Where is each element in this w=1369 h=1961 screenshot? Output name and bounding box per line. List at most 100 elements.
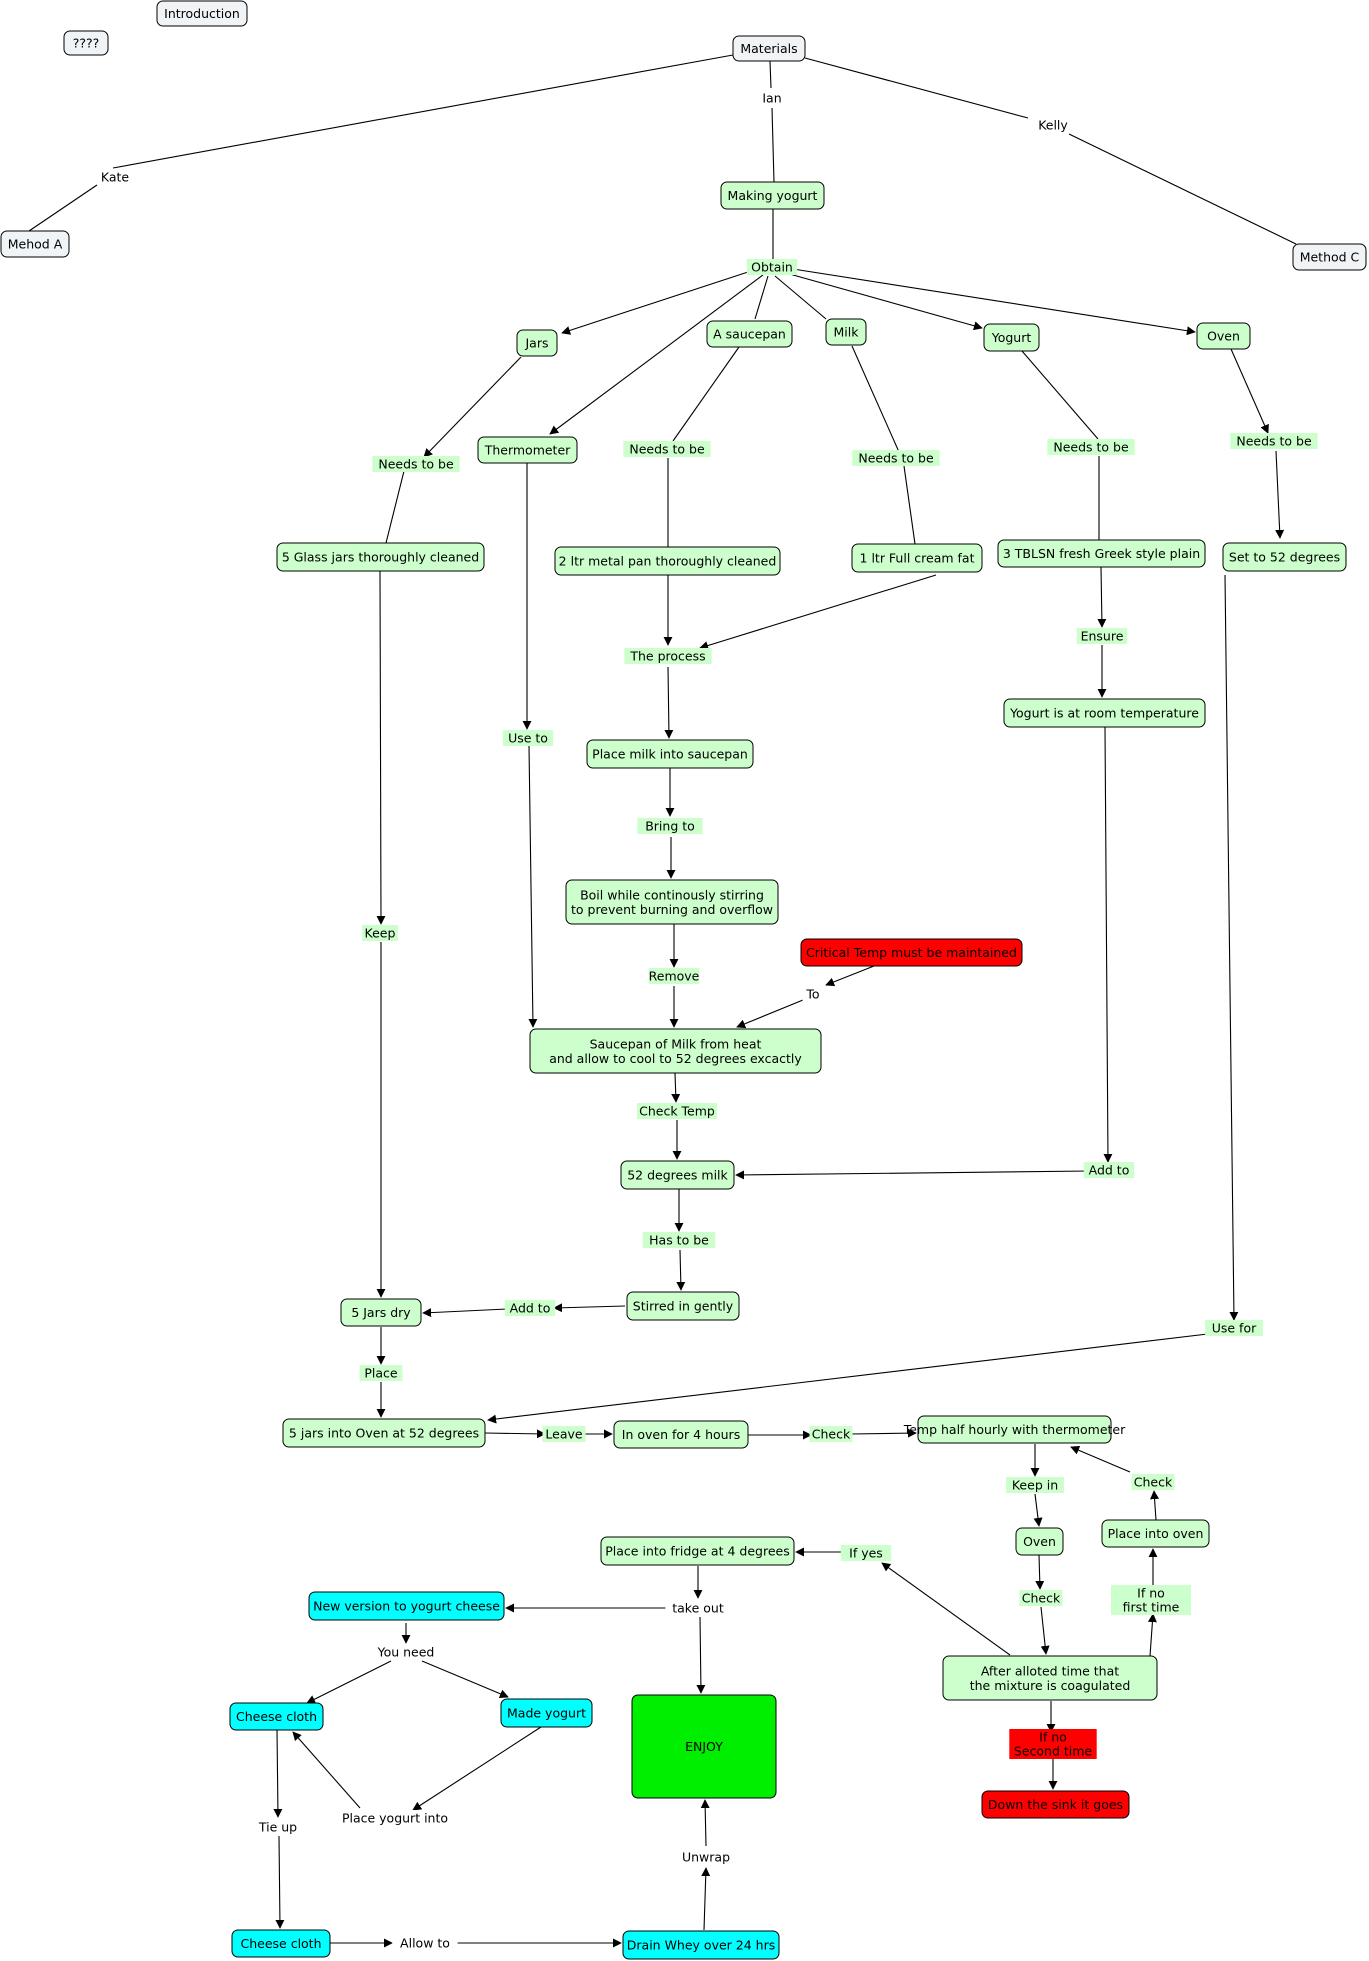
text: Stirred in gently [633,1299,734,1314]
node-enjoy[interactable]: ENJOY [631,1694,777,1799]
text: ENJOY [685,1739,723,1754]
node-cheese-cloth1[interactable]: Cheese cloth [229,1702,324,1731]
node-jars-oven[interactable]: 5 jars into Oven at 52 degrees [282,1418,486,1448]
node-yogurt[interactable]: Yogurt [983,323,1040,352]
text: Remove [649,969,700,984]
connector-line [28,184,98,232]
node-cheese-cloth2[interactable]: Cheese cloth [231,1929,331,1958]
link-label-kate: Kate [97,169,133,185]
node-fridge[interactable]: Place into fridge at 4 degrees [600,1536,795,1566]
link-label-place-yogurt-into: Place yogurt into [325,1810,465,1826]
text: Down the sink it goes [988,1797,1123,1812]
link-label-check1: Check [809,1426,853,1442]
connector-line [804,57,1029,119]
connector-line [701,1867,711,1931]
text: Needs to be [378,457,454,472]
link-label-take-out: take out [665,1600,731,1616]
connector-line [549,274,764,435]
text: Place [364,1366,398,1381]
text: Needs to be [858,451,934,466]
node-place-milk[interactable]: Place milk into saucepan [586,739,754,769]
node-milk-52[interactable]: 52 degrees milk [620,1160,735,1190]
connector-line [676,1249,686,1291]
text: Drain Whey over 24 hrs [627,1938,775,1953]
link-label-has-to-be: Has to be [642,1232,716,1248]
connector-line [487,1332,1217,1424]
node-in-oven[interactable]: In oven for 4 hours [613,1420,749,1449]
node-thermometer[interactable]: Thermometer [477,436,578,464]
connector-line [1150,1490,1160,1521]
node-method-a[interactable]: Mehod A [0,230,70,258]
node-place-oven[interactable]: Place into oven [1101,1519,1210,1548]
text: Yogurt [991,330,1032,345]
text: The process [629,649,705,664]
text: Add to [510,1301,551,1316]
text: Place milk into saucepan [592,747,748,762]
connector-line [1035,1554,1045,1590]
node-stirred[interactable]: Stirred in gently [626,1291,740,1321]
connector-line [699,574,937,650]
node-unknown[interactable]: ???? [63,30,109,56]
node-jars[interactable]: Jars [516,329,558,357]
text: A saucepan [713,327,786,342]
connector-line [850,1428,917,1438]
connector-line [671,1072,681,1103]
text: Keep [365,926,396,941]
text: Ian [762,91,781,106]
text: 5 jars into Oven at 52 degrees [289,1426,479,1441]
node-critical-temp[interactable]: Critical Temp must be maintained [800,938,1023,967]
node-oven[interactable]: Oven [1196,322,1251,350]
text: Check Temp [639,1104,715,1119]
node-saucepan[interactable]: A saucepan [706,320,793,348]
connector-line [422,1308,508,1318]
link-label-use-to: Use to [502,730,554,746]
node-drain-whey[interactable]: Drain Whey over 24 hrs [622,1930,780,1960]
node-full-cream[interactable]: 1 ltr Full cream fat [851,543,983,573]
link-label-keep-in: Keep in [1006,1477,1064,1493]
text: Needs to be [1236,434,1312,449]
connector-line [423,356,522,458]
link-label-needs-milk: Needs to be [852,450,940,466]
node-jars-dry[interactable]: 5 Jars dry [340,1298,422,1327]
link-label-use-for: Use for [1205,1320,1263,1336]
node-milk[interactable]: Milk [825,318,867,346]
text: Has to be [649,1233,709,1248]
text: Made yogurt [507,1706,586,1721]
node-greek-yogurt[interactable]: 3 TBLSN fresh Greek style plain [997,539,1206,568]
node-making-yogurt[interactable]: Making yogurt [720,181,825,210]
link-label-bring-to: Bring to [637,818,703,834]
node-method-c[interactable]: Method C [1292,243,1367,271]
text: Making yogurt [728,188,818,203]
connector-line [273,1729,283,1818]
connector-line [825,965,875,987]
node-down-sink[interactable]: Down the sink it goes [981,1790,1130,1819]
node-glass-jars[interactable]: 5 Glass jars thoroughly cleaned [276,542,485,572]
text: Use for [1212,1321,1257,1336]
connector-line [306,1660,392,1704]
connector-line [735,1170,1091,1180]
connector-line [672,346,740,442]
text: Obtain [751,260,793,275]
node-made-yogurt[interactable]: Made yogurt [500,1698,593,1728]
node-introduction[interactable]: Introduction [156,0,248,27]
node-room-temp[interactable]: Yogurt is at room temperature [1003,698,1206,728]
connector-line [785,272,983,331]
node-temp-half[interactable]: Temp half hourly with thermometer [903,1415,1126,1444]
node-oven2[interactable]: Oven [1015,1527,1064,1556]
node-new-version[interactable]: New version to yogurt cheese [308,1591,505,1621]
connector-line [792,268,1196,336]
connector-line [1040,1606,1050,1655]
node-materials[interactable]: Materials [732,35,806,62]
text: Use to [508,731,548,746]
text: 5 Glass jars thoroughly cleaned [282,550,479,565]
node-metal-pan[interactable]: 2 ltr metal pan thoroughly cleaned [554,546,781,576]
node-set-52[interactable]: Set to 52 degrees [1222,542,1347,572]
